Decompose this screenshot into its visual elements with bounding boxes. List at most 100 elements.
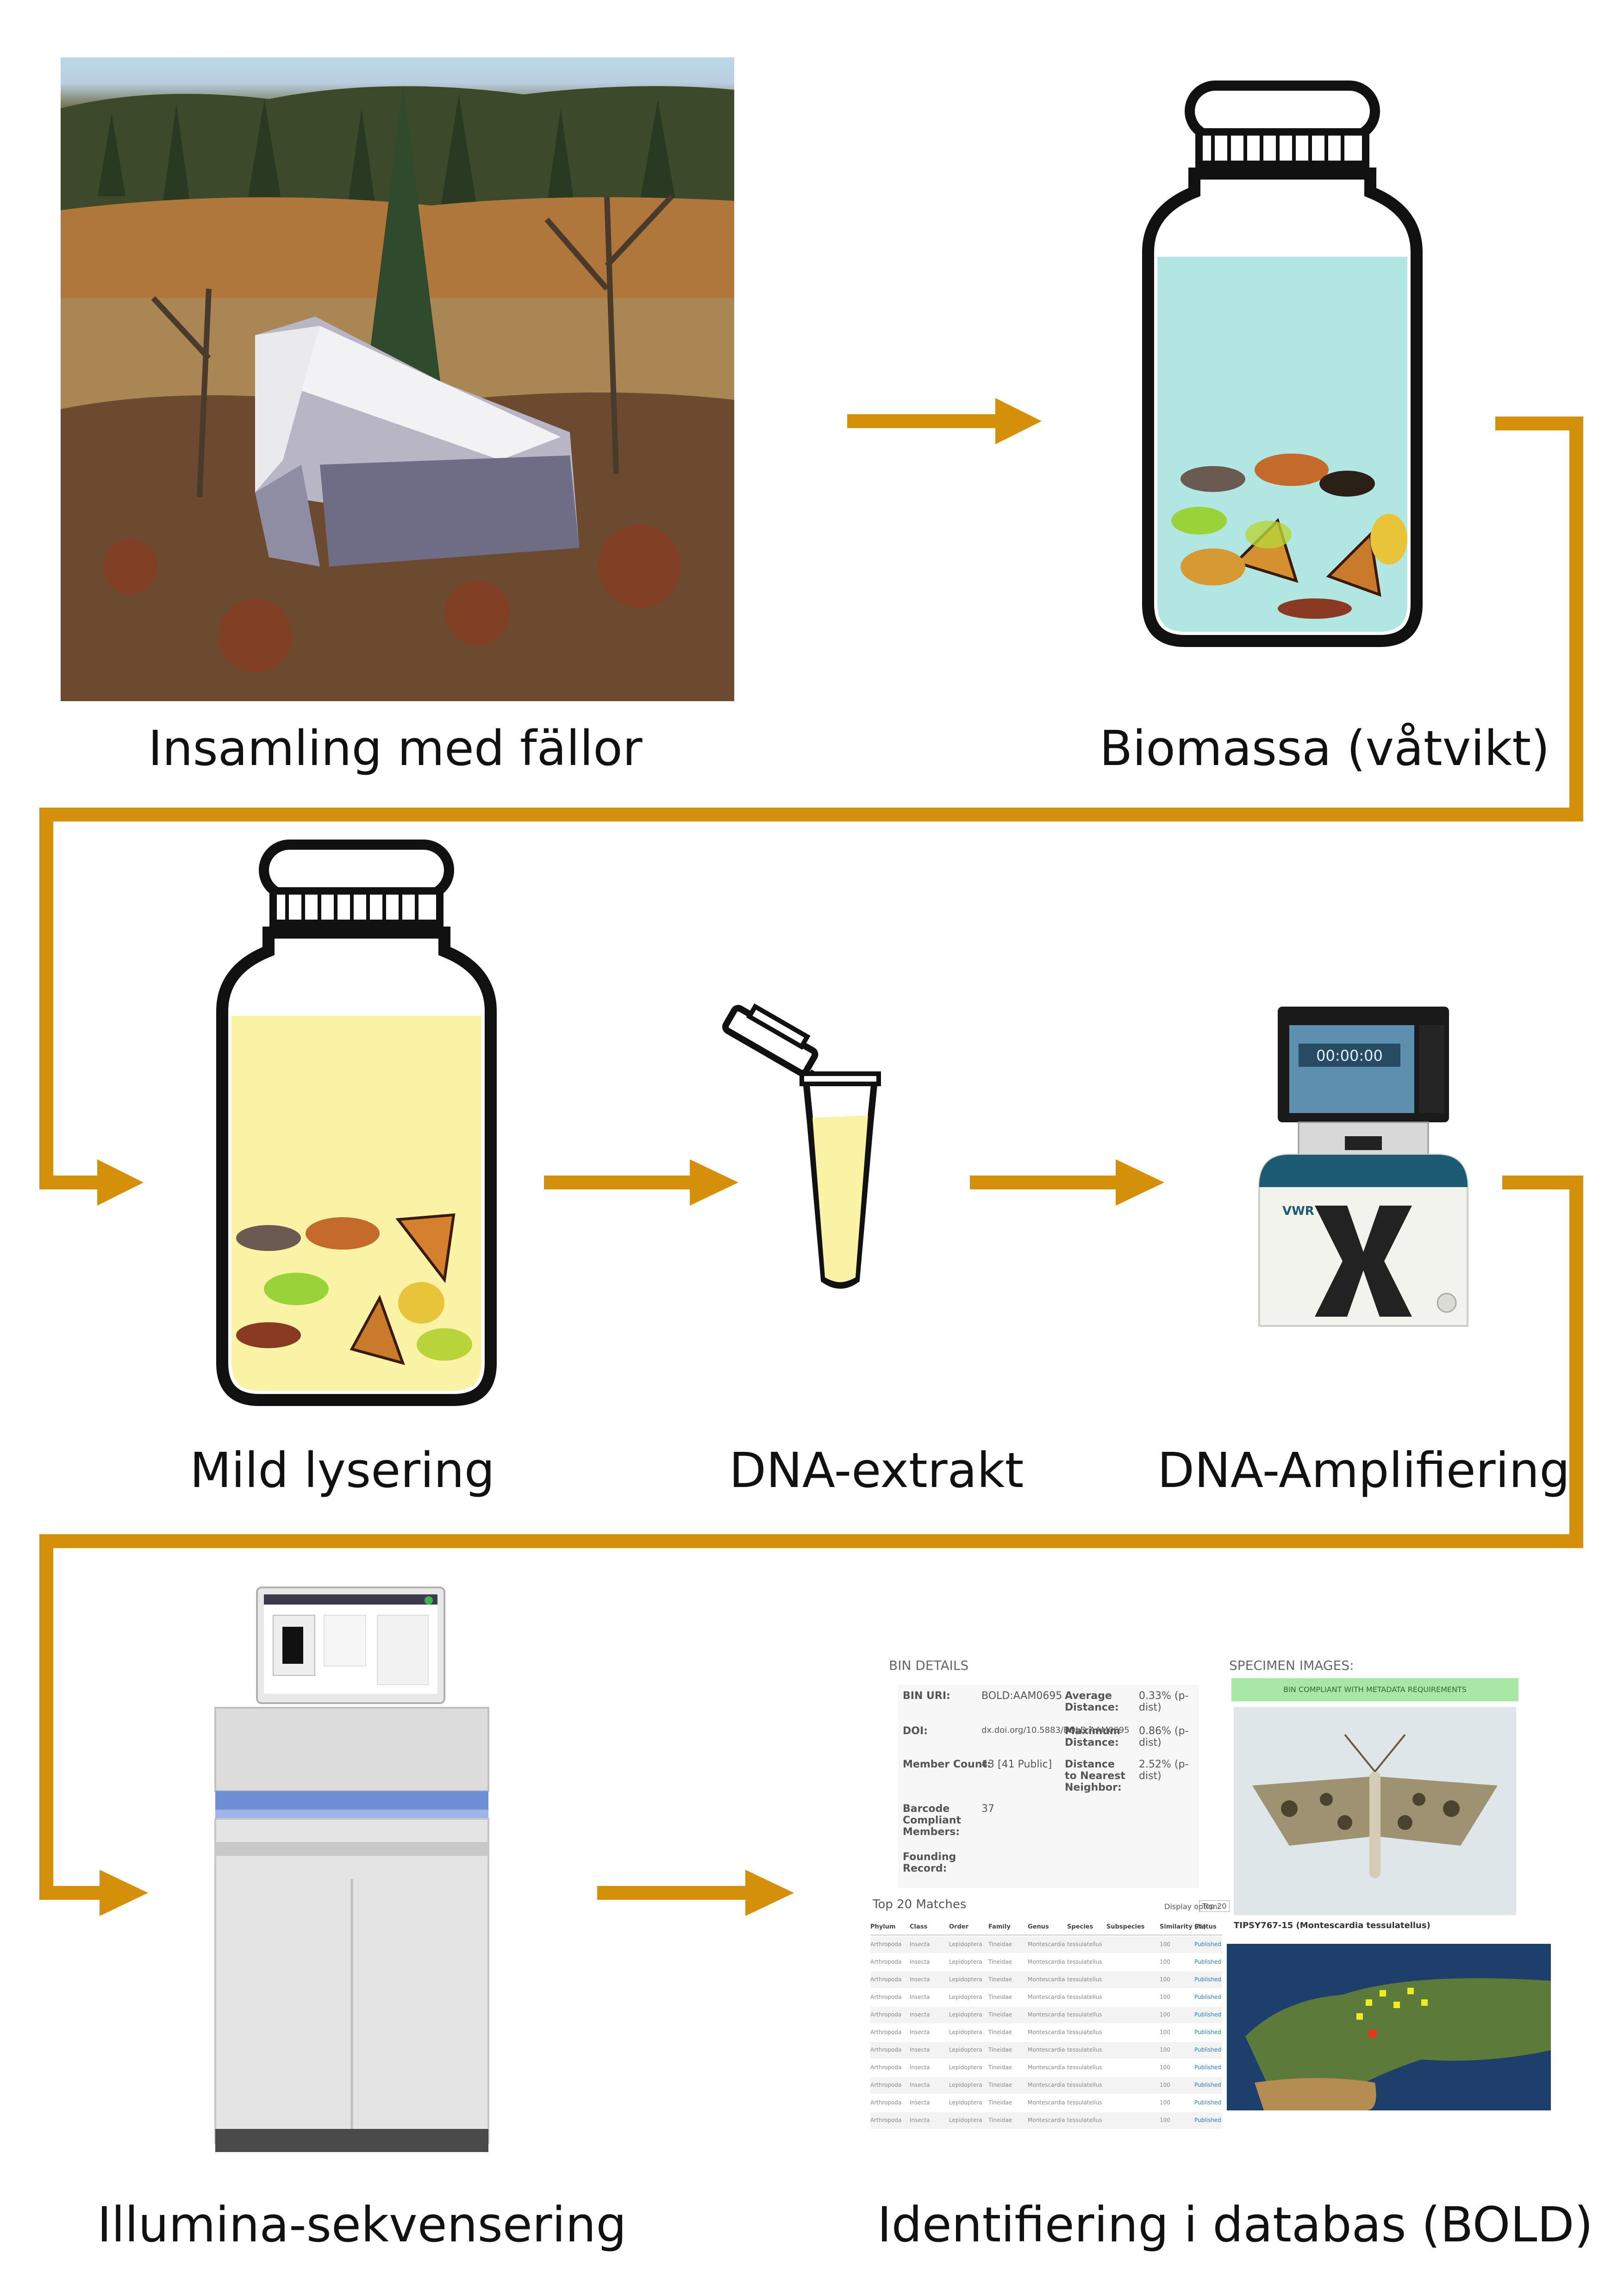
table-cell: Lepidoptera — [949, 2011, 982, 2018]
arrowhead-2 — [97, 1159, 144, 1206]
table-cell[interactable]: Published — [1194, 1941, 1221, 1948]
table-cell: Lepidoptera — [949, 2047, 982, 2053]
table-cell: Insecta — [910, 2099, 930, 2106]
table-cell: Arthropoda — [870, 1941, 902, 1948]
matches-column-header[interactable]: Phylum — [870, 1923, 896, 1930]
matches-column-header[interactable]: Similarity (%) — [1160, 1923, 1206, 1930]
insects-cluster-yellow — [236, 1213, 472, 1365]
illumina-sequencer: illumina — [214, 1587, 489, 2152]
moth-specimen-image — [1234, 1707, 1516, 1915]
matches-column-header[interactable]: Subspecies — [1106, 1923, 1145, 1930]
table-cell: Tineidae — [988, 1941, 1012, 1948]
table-cell: 100 — [1160, 2117, 1170, 2123]
dna-tube — [722, 1003, 881, 1289]
table-cell: Montescardia — [1028, 2082, 1065, 2088]
table-cell: Arthropoda — [870, 2047, 902, 2053]
matches-column-header[interactable]: Class — [910, 1923, 928, 1930]
bin-details-table: BIN URI: BOLD:AAM0695 DOI: dx.doi.org/10… — [898, 1685, 1199, 1888]
table-cell: Montescardia — [1028, 1976, 1065, 1983]
maximum-distance-value: 0.86% (p-dist) — [1139, 1725, 1189, 1748]
table-cell: Insecta — [910, 2029, 930, 2035]
average-distance-value: 0.33% (p-dist) — [1139, 1690, 1189, 1713]
display-option-select[interactable]: Top 20 — [1199, 1900, 1230, 1912]
table-cell: Insecta — [910, 2047, 930, 2053]
table-cell: 100 — [1160, 1959, 1170, 1965]
table-cell: Lepidoptera — [949, 2117, 982, 2123]
table-cell: Insecta — [910, 1941, 930, 1948]
table-cell: tessulatellus — [1067, 1959, 1102, 1965]
table-cell: Arthropoda — [870, 2011, 902, 2018]
label-dna-amplifiering: DNA-Amplifiering — [1157, 1442, 1570, 1499]
matches-column-header[interactable]: Species — [1067, 1923, 1093, 1930]
table-cell[interactable]: Published — [1194, 2011, 1221, 2018]
table-cell: Arthropoda — [870, 2099, 902, 2106]
table-cell[interactable]: Published — [1194, 2047, 1221, 2053]
matches-column-header[interactable]: Family — [988, 1923, 1011, 1930]
table-cell[interactable]: Published — [1194, 1959, 1221, 1965]
matches-table: Phylum Class Order Family Genus Species Subspe… — [870, 1921, 1222, 2138]
arrowhead-5 — [100, 1870, 148, 1916]
matches-title: Top 20 Matches — [873, 1898, 967, 1911]
doi-value[interactable]: dx.doi.org/10.5883/BOLD:AAM0695 — [981, 1725, 1130, 1735]
nearest-neighbor-value: 2.52% (p-dist) — [1139, 1759, 1189, 1782]
table-cell[interactable]: Published — [1194, 2082, 1221, 2088]
table-cell: Lepidoptera — [949, 1941, 982, 1948]
bin-uri-value: BOLD:AAM0695 — [981, 1690, 1062, 1702]
table-cell: Tineidae — [988, 2029, 1012, 2035]
label-mild-lysering: Mild lysering — [190, 1442, 495, 1499]
table-cell[interactable]: Published — [1194, 1976, 1221, 1983]
malaise-trap-illustration — [61, 85, 734, 701]
matches-table-header: Phylum Class Order Family Genus Species Subspe… — [870, 1921, 1222, 1935]
table-cell: tessulatellus — [1067, 2047, 1102, 2053]
doi-label: DOI: — [903, 1725, 928, 1737]
table-cell: Insecta — [910, 1976, 930, 1983]
table-cell: 100 — [1160, 2082, 1170, 2088]
barcode-compliant-label: Barcode Compliant Members: — [903, 1803, 962, 1838]
table-cell: Tineidae — [988, 1994, 1012, 2000]
table-cell: Montescardia — [1028, 2011, 1065, 2018]
label-biomassa: Biomassa (våtvikt) — [1099, 720, 1550, 777]
insects-cluster-blue — [1171, 454, 1407, 619]
table-cell: Arthropoda — [870, 1976, 902, 1983]
bin-details-title: BIN DETAILS — [889, 1658, 969, 1673]
table-cell: Tineidae — [988, 1959, 1012, 1965]
table-cell[interactable]: Published — [1194, 2117, 1221, 2123]
table-cell: Insecta — [910, 2082, 930, 2088]
specimen-caption: TIPSY767-15 (Montescardia tessulatellus) — [1234, 1921, 1430, 1930]
matches-column-header[interactable]: Order — [949, 1923, 968, 1930]
distribution-map — [1227, 1944, 1551, 2110]
table-cell: Arthropoda — [870, 2029, 902, 2035]
bold-screenshot: BIN DETAILS BIN URI: BOLD:AAM0695 DOI: d… — [870, 1652, 1555, 2143]
display-option-label: Display option: — [1164, 1902, 1220, 1911]
table-cell: 100 — [1160, 2029, 1170, 2035]
trap-photo — [61, 57, 734, 701]
jar-blue — [1142, 81, 1423, 647]
table-cell[interactable]: Published — [1194, 2099, 1221, 2106]
table-cell: Tineidae — [988, 2064, 1012, 2071]
matches-column-header[interactable]: Genus — [1028, 1923, 1049, 1930]
connector-row1-row2 — [39, 417, 1583, 1189]
table-cell[interactable]: Published — [1194, 1994, 1221, 2000]
table-cell: Montescardia — [1028, 2047, 1065, 2053]
member-count-label: Member Count: — [903, 1759, 991, 1770]
table-cell: Montescardia — [1028, 2099, 1065, 2106]
table-cell: tessulatellus — [1067, 1976, 1102, 1983]
label-insamling: Insamling med fällor — [148, 720, 643, 777]
bin-uri-label: BIN URI: — [903, 1690, 950, 1702]
table-cell: Insecta — [910, 1994, 930, 2000]
maximum-distance-label: Maximum Distance: — [1065, 1725, 1120, 1748]
table-cell: 100 — [1160, 1994, 1170, 2000]
member-count-value: 43 [41 Public] — [981, 1759, 1052, 1770]
table-cell: Tineidae — [988, 2047, 1012, 2053]
table-cell[interactable]: Published — [1194, 2064, 1221, 2071]
barcode-compliant-value: 37 — [981, 1803, 994, 1815]
table-cell: 100 — [1160, 1976, 1170, 1983]
matches-column-header[interactable]: Status — [1194, 1923, 1217, 1930]
table-cell[interactable]: Published — [1194, 2029, 1221, 2035]
table-cell: tessulatellus — [1067, 2064, 1102, 2071]
